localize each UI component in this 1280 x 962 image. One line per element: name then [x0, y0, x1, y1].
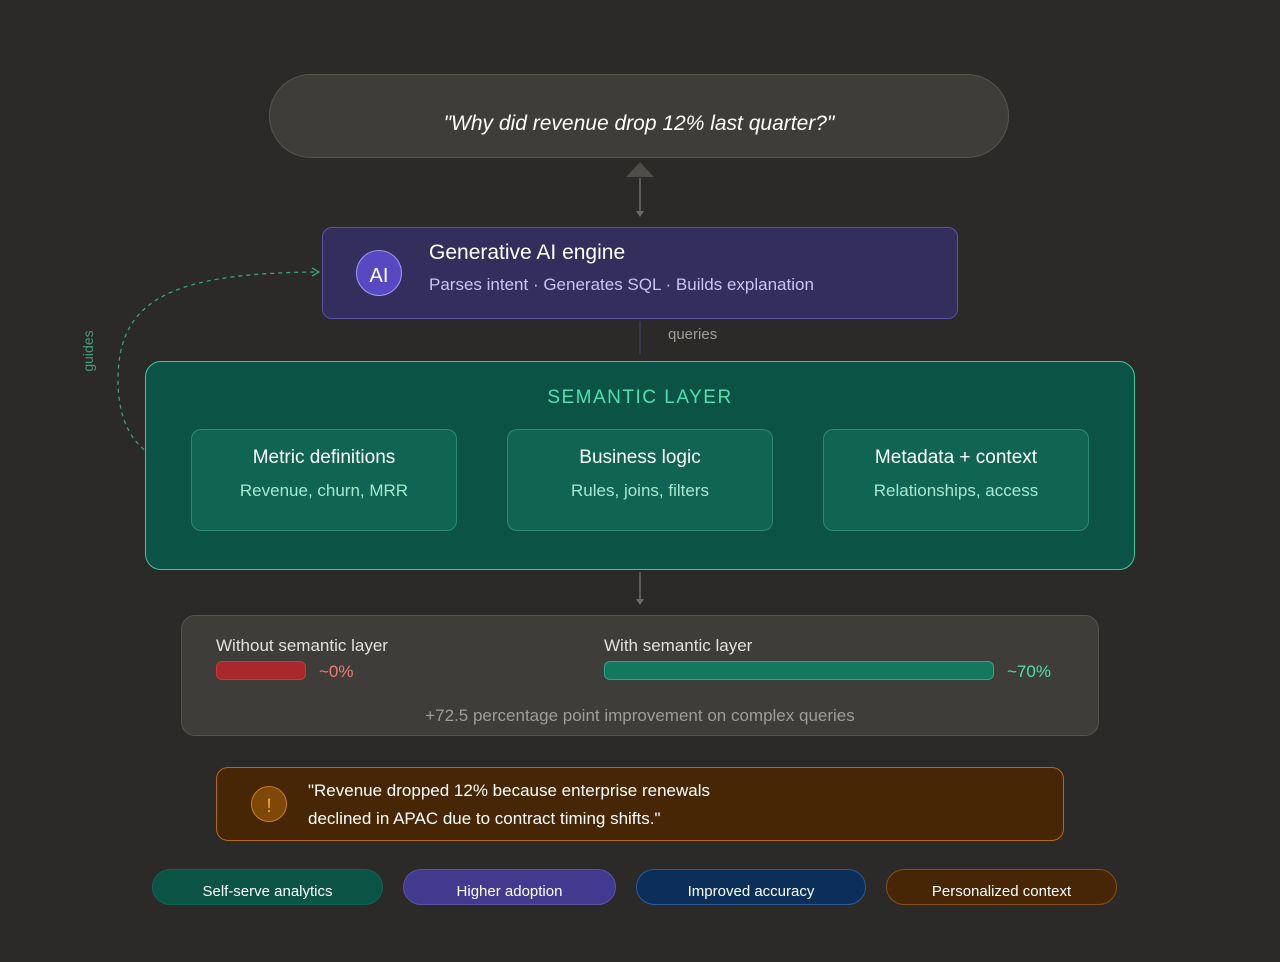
- metadata-context-card: Metadata + context Relationships, access: [823, 429, 1089, 531]
- improvement-note: +72.5 percentage point improvement on co…: [425, 706, 855, 725]
- semantic-layer-title: SEMANTIC LAYER: [547, 387, 733, 408]
- arrowhead-small-icon: [636, 211, 644, 217]
- card-subtitle: Revenue, churn, MRR: [239, 481, 409, 500]
- business-logic-card: Business logic Rules, joins, filters: [507, 429, 773, 531]
- card-subtitle: Rules, joins, filters: [571, 481, 709, 500]
- semantic-layer-panel: SEMANTIC LAYER Metric definitions Revenu…: [145, 361, 1135, 570]
- card-title: Metric definitions: [252, 447, 396, 468]
- ai-engine-card: AI Generative AI engine Parses intent · …: [322, 227, 958, 319]
- card-title: Metadata + context: [874, 447, 1038, 468]
- benefit-pill-adoption: Higher adoption: [403, 869, 616, 905]
- benefit-pill-personalized: Personalized context: [886, 869, 1117, 905]
- guides-label: guides: [80, 330, 96, 372]
- warning-icon: !: [251, 786, 287, 822]
- user-question: "Why did revenue drop 12% last quarter?": [269, 74, 1009, 158]
- without-semantic-value: ~0%: [319, 662, 354, 681]
- ai-engine-title: Generative AI engine: [429, 241, 626, 264]
- metric-definitions-card: Metric definitions Revenue, churn, MRR: [191, 429, 457, 531]
- guides-arrowhead-icon: [311, 267, 321, 277]
- answer-line-1: "Revenue dropped 12% because enterprise …: [308, 781, 711, 800]
- benefit-pill-self-serve: Self-serve analytics: [152, 869, 383, 905]
- accuracy-comparison-panel: Without semantic layer ~0% With semantic…: [181, 615, 1099, 736]
- card-title: Business logic: [579, 447, 701, 468]
- card-subtitle: Relationships, access: [873, 481, 1039, 500]
- with-semantic-label: With semantic layer: [604, 636, 753, 655]
- without-semantic-label: Without semantic layer: [216, 636, 388, 655]
- answer-line-2: declined in APAC due to contract timing …: [308, 809, 661, 828]
- with-semantic-value: ~70%: [1007, 662, 1051, 681]
- without-semantic-bar: [216, 661, 306, 680]
- ai-icon: AI: [356, 250, 402, 296]
- queries-label: queries: [668, 326, 718, 343]
- with-semantic-bar: [604, 661, 994, 680]
- answer-text: "Revenue dropped 12% because enterprise …: [308, 777, 710, 833]
- ai-answer-card: ! "Revenue dropped 12% because enterpris…: [216, 767, 1064, 841]
- benefit-pill-accuracy: Improved accuracy: [636, 869, 866, 905]
- arrowhead-icon: [626, 162, 654, 177]
- ai-engine-subtitle: Parses intent · Generates SQL · Builds e…: [429, 275, 814, 294]
- arrowhead-small-icon: [636, 599, 644, 605]
